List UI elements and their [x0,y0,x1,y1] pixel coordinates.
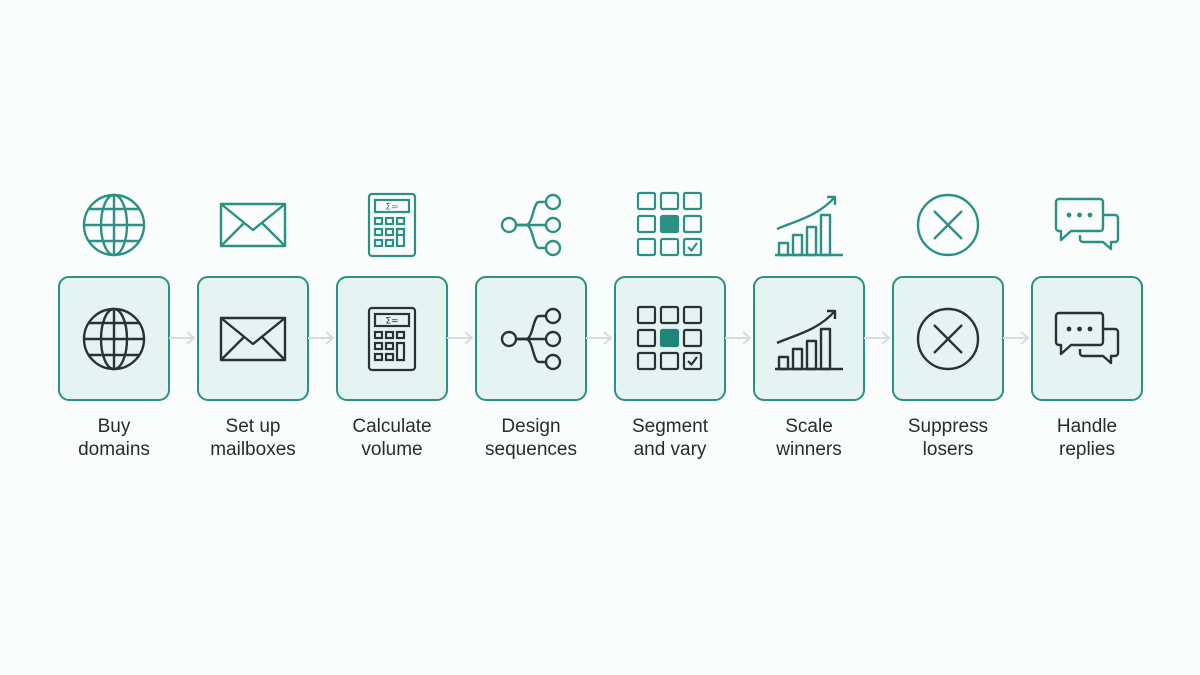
svg-text:Σ=: Σ= [385,316,398,326]
envelope-icon [219,316,287,361]
step-label-line: replies [1059,439,1115,460]
svg-text:Σ=: Σ= [385,203,398,213]
step-box [614,276,726,401]
step-label-line: Segment [631,416,709,437]
step-label: Design sequences [451,415,611,461]
x-circle-icon [916,307,980,370]
step-label: Buy domains [34,415,194,461]
arrow-connector [864,331,891,345]
step-label-line: Scale [785,416,833,437]
arrow-connector [447,331,474,345]
step-box [1031,276,1143,401]
step-label-line: winners [776,439,842,460]
growth-chart-icon [775,309,843,370]
step-label-line: Calculate [352,416,432,437]
step-label-line: and vary [633,439,707,460]
grid-icon [636,305,703,370]
calculator-icon: Σ= [367,306,417,371]
step-label: Suppress losers [868,415,1028,461]
arrow-connector [169,331,196,345]
step-label-line: Design [501,416,561,437]
step-box [58,276,170,401]
envelope-icon [219,202,287,248]
step-label-line: Suppress [907,416,989,437]
growth-chart-icon [775,195,843,257]
calculator-icon: Σ= [367,192,417,258]
step-label-line: Handle [1056,416,1118,437]
step-box [753,276,865,401]
globe-icon [82,307,146,370]
step-label: Set up mailboxes [173,415,333,461]
branch-icon [500,193,562,257]
step-label-line: volume [361,439,423,460]
x-circle-icon [916,193,980,257]
step-label-line: sequences [485,439,577,460]
step-box [197,276,309,401]
step-label: Calculate volume [312,415,472,461]
step-label-line: losers [922,439,974,460]
arrow-connector [1003,331,1030,345]
step-label-line: Set up [225,416,281,437]
step-box [475,276,587,401]
step-box: Σ= [336,276,448,401]
step-box [892,276,1004,401]
step-label: Handle replies [1007,415,1167,461]
chat-bubbles-icon [1054,197,1120,251]
step-label: Scale winners [729,415,889,461]
branch-icon [500,307,562,370]
grid-icon [636,191,703,257]
step-label-line: domains [78,439,150,460]
globe-icon [82,193,146,257]
step-label-line: mailboxes [210,439,296,460]
chat-bubbles-icon [1054,311,1120,364]
arrow-connector [586,331,613,345]
arrow-connector [308,331,335,345]
step-label-line: Buy [97,416,131,437]
arrow-connector [725,331,752,345]
step-label: Segment and vary [590,415,750,461]
